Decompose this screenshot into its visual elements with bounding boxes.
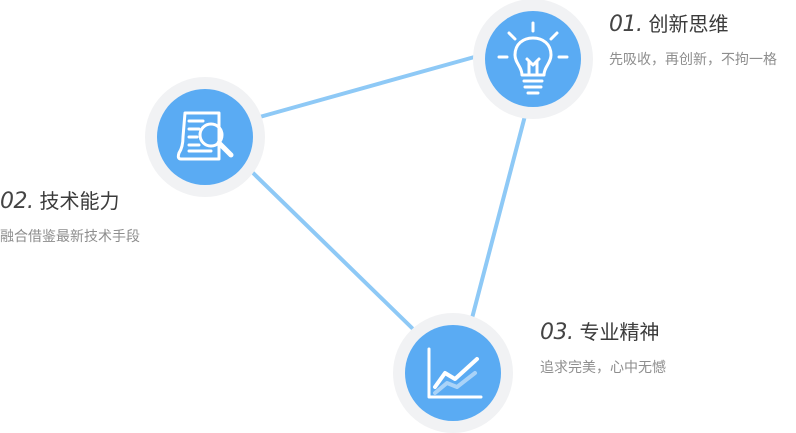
item-number: 03. xyxy=(540,320,574,345)
item-description: 追求完美，心中无憾 xyxy=(540,360,666,376)
node-professionalism xyxy=(393,313,513,433)
label-innovation: 01.创新思维 先吸收，再创新，不拘一格 xyxy=(609,8,777,69)
item-description: 融合借鉴最新技术手段 xyxy=(0,229,140,245)
item-title: 专业精神 xyxy=(579,320,660,344)
link-01-03 xyxy=(469,110,528,324)
link-02-03 xyxy=(248,168,414,330)
link-01-02 xyxy=(254,54,480,120)
node-technique-circle xyxy=(157,89,253,185)
node-professionalism-circle xyxy=(405,325,501,421)
label-technique: 02.技术能力 融合借鉴最新技术手段 xyxy=(0,185,140,246)
item-description: 先吸收，再创新，不拘一格 xyxy=(609,52,777,68)
item-number: 01. xyxy=(609,12,643,37)
item-title: 技术能力 xyxy=(39,189,120,213)
item-number: 02. xyxy=(0,189,34,214)
node-innovation-circle xyxy=(485,11,581,107)
line-chart-icon xyxy=(427,347,483,399)
label-professionalism: 03.专业精神 追求完美，心中无憾 xyxy=(540,316,666,377)
lightbulb-icon xyxy=(497,21,569,95)
node-innovation xyxy=(473,0,593,119)
node-technique xyxy=(145,77,265,197)
document-magnifier-icon xyxy=(176,111,234,161)
item-title: 创新思维 xyxy=(648,12,729,36)
